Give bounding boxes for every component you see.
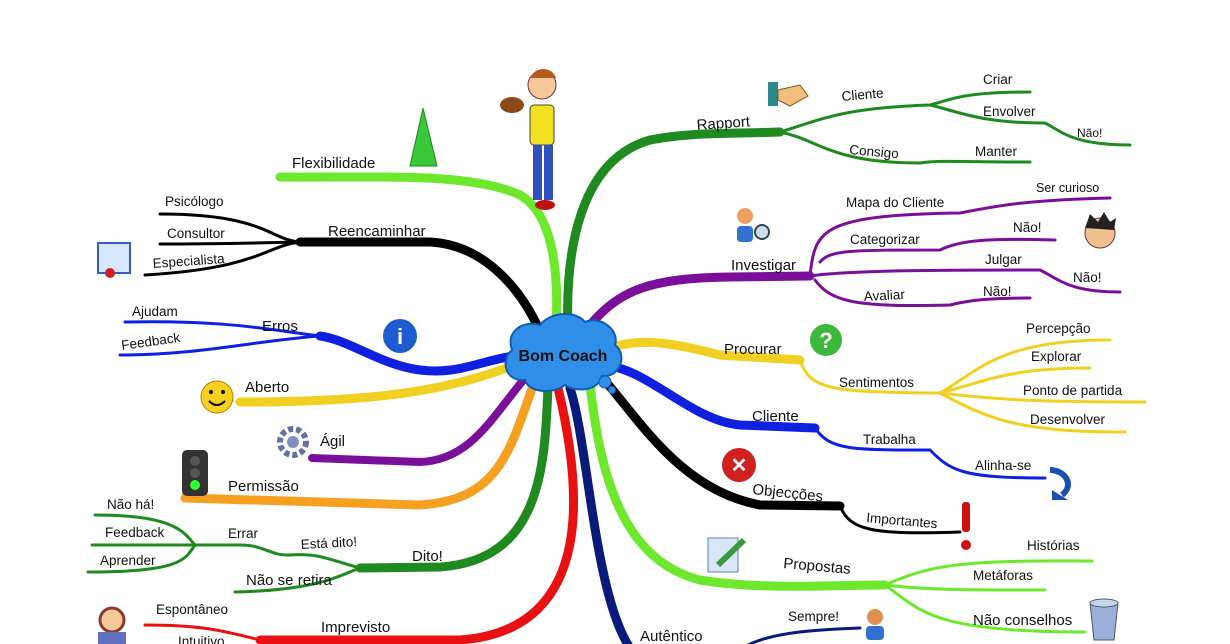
label-percepcao[interactable]: Percepção bbox=[1026, 321, 1091, 336]
label-aberto[interactable]: Aberto bbox=[245, 379, 289, 396]
label-julgar[interactable]: Julgar bbox=[985, 252, 1022, 267]
label-nao-conselhos[interactable]: Não conselhos bbox=[973, 612, 1072, 629]
svg-text:i: i bbox=[397, 324, 403, 349]
label-rapport-nao[interactable]: Não! bbox=[1077, 126, 1102, 140]
label-sentimentos[interactable]: Sentimentos bbox=[839, 375, 914, 390]
label-propostas[interactable]: Propostas bbox=[783, 555, 852, 578]
branch-erros[interactable] bbox=[118, 320, 525, 376]
pencil-icon bbox=[707, 537, 747, 573]
undo-arrow-icon bbox=[1049, 467, 1071, 500]
label-reencaminhar[interactable]: Reencaminhar bbox=[328, 223, 426, 240]
label-espontaneo[interactable]: Espontâneo bbox=[156, 602, 228, 617]
branch-imprevisto[interactable] bbox=[143, 383, 579, 644]
person-icon bbox=[98, 606, 126, 644]
label-investigar-nao-3[interactable]: Não! bbox=[983, 284, 1012, 299]
label-mapa-do-cliente[interactable]: Mapa do Cliente bbox=[846, 195, 944, 210]
label-historias[interactable]: Histórias bbox=[1027, 538, 1080, 553]
label-investigar-nao-2[interactable]: Não! bbox=[1073, 270, 1102, 285]
label-nao-ha[interactable]: Não há! bbox=[107, 497, 154, 512]
label-consultor[interactable]: Consultor bbox=[167, 226, 225, 241]
branch-propostas[interactable] bbox=[585, 380, 1094, 634]
label-esta-dito[interactable]: Está dito! bbox=[300, 534, 357, 552]
branch-permissao[interactable] bbox=[180, 375, 540, 510]
label-especialista[interactable]: Especialista bbox=[152, 251, 225, 271]
triangle-icon bbox=[409, 107, 438, 167]
search-user-icon bbox=[737, 208, 770, 242]
label-imprevisto[interactable]: Imprevisto bbox=[321, 619, 390, 636]
branch-procurar[interactable] bbox=[600, 337, 1147, 434]
label-ponto-de-partida[interactable]: Ponto de partida bbox=[1023, 383, 1123, 398]
label-ser-curioso[interactable]: Ser curioso bbox=[1036, 181, 1099, 195]
gear-icon bbox=[277, 426, 309, 458]
coach-figure-icon bbox=[500, 69, 557, 210]
branch-rapport[interactable] bbox=[563, 90, 1132, 335]
label-rapport-cliente[interactable]: Cliente bbox=[841, 85, 884, 104]
question-icon: ? bbox=[810, 324, 842, 356]
label-envolver[interactable]: Envolver bbox=[983, 104, 1036, 119]
trash-icon bbox=[1089, 598, 1119, 641]
label-autentico[interactable]: Autêntico bbox=[640, 628, 703, 644]
branch-flexibilidade[interactable] bbox=[275, 172, 562, 345]
label-agil[interactable]: Ágil bbox=[320, 433, 345, 450]
label-nao-se-retira[interactable]: Não se retira bbox=[246, 572, 333, 589]
label-metaforas[interactable]: Metáforas bbox=[973, 568, 1033, 583]
central-topic[interactable]: Bom Coach bbox=[504, 313, 623, 394]
traffic-light-icon bbox=[182, 450, 208, 496]
svg-text:✕: ✕ bbox=[731, 455, 748, 477]
label-categorizar[interactable]: Categorizar bbox=[850, 232, 920, 247]
certificate-icon bbox=[97, 242, 131, 278]
label-rapport[interactable]: Rapport bbox=[696, 113, 751, 134]
label-flexibilidade[interactable]: Flexibilidade bbox=[292, 155, 375, 172]
branch-cliente[interactable] bbox=[600, 360, 1047, 480]
branch-agil[interactable] bbox=[308, 374, 529, 467]
info-icon: i bbox=[383, 319, 417, 353]
user-icon bbox=[866, 609, 884, 640]
label-investigar[interactable]: Investigar bbox=[731, 257, 796, 274]
branch-objeccoes[interactable] bbox=[595, 370, 962, 535]
label-criar[interactable]: Criar bbox=[983, 72, 1013, 87]
label-procurar[interactable]: Procurar bbox=[724, 341, 782, 358]
label-feedback-dito[interactable]: Feedback bbox=[105, 525, 165, 540]
central-topic-label: Bom Coach bbox=[519, 348, 608, 365]
label-alinha-se[interactable]: Alinha-se bbox=[975, 458, 1031, 473]
label-dito[interactable]: Dito! bbox=[412, 548, 443, 565]
label-cliente[interactable]: Cliente bbox=[752, 408, 799, 425]
label-investigar-nao-1[interactable]: Não! bbox=[1013, 220, 1042, 235]
label-manter[interactable]: Manter bbox=[975, 144, 1018, 159]
label-desenvolver[interactable]: Desenvolver bbox=[1030, 412, 1106, 427]
label-psicologo[interactable]: Psicólogo bbox=[165, 194, 224, 209]
label-sempre[interactable]: Sempre! bbox=[788, 609, 839, 624]
handshake-icon bbox=[768, 82, 809, 107]
label-permissao[interactable]: Permissão bbox=[228, 478, 299, 495]
label-importantes[interactable]: Importantes bbox=[866, 510, 939, 531]
branch-dito[interactable] bbox=[86, 380, 553, 594]
label-ajudam[interactable]: Ajudam bbox=[132, 304, 178, 319]
branch-investigar[interactable] bbox=[585, 196, 1122, 330]
svg-text:?: ? bbox=[819, 328, 832, 353]
label-erros[interactable]: Erros bbox=[262, 318, 298, 335]
label-feedback-erros[interactable]: Feedback bbox=[120, 330, 181, 353]
label-aprender[interactable]: Aprender bbox=[100, 553, 156, 568]
exclamation-icon bbox=[961, 502, 971, 550]
smiley-icon bbox=[200, 380, 234, 414]
error-x-icon: ✕ bbox=[722, 448, 756, 482]
label-explorar[interactable]: Explorar bbox=[1031, 349, 1082, 364]
label-errar[interactable]: Errar bbox=[228, 526, 259, 541]
branch-aberto[interactable] bbox=[235, 360, 520, 407]
branch-autentico[interactable] bbox=[565, 383, 862, 644]
boy-face-icon bbox=[1084, 212, 1116, 249]
label-consigo[interactable]: Consigo bbox=[849, 142, 900, 161]
label-trabalha[interactable]: Trabalha bbox=[863, 432, 916, 447]
label-avaliar[interactable]: Avaliar bbox=[863, 287, 905, 304]
label-intuitivo[interactable]: Intuitivo bbox=[178, 634, 225, 644]
